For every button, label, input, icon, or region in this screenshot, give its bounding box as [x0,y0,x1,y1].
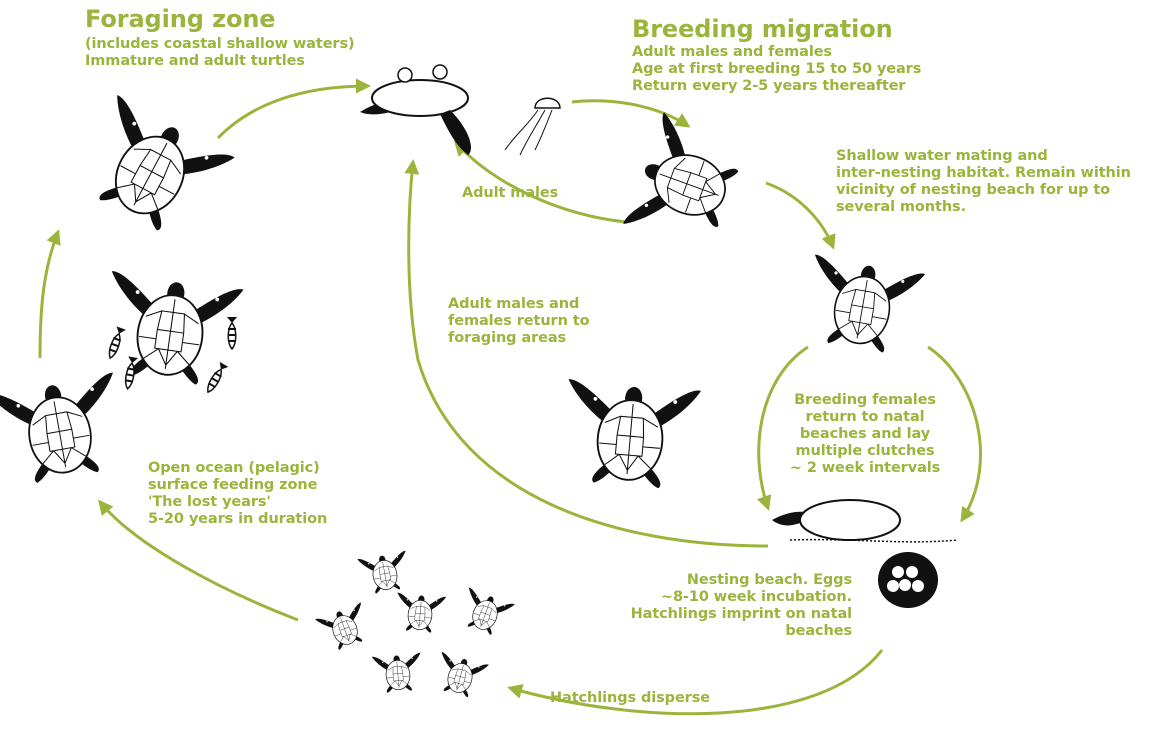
hatchling-icon [432,652,489,701]
return-foraging-label: Adult males and females return to foragi… [448,296,589,347]
adult-males-label: Adult males [462,185,558,202]
open-ocean-description: Open ocean (pelagic) surface feeding zon… [148,460,327,528]
hatchlings-disperse-label: Hatchlings disperse [550,690,710,707]
foraging-zone-description: (includes coastal shallow waters) Immatu… [85,36,355,70]
mating-habitat-description: Shallow water mating and inter-nesting h… [836,148,1131,216]
hatchling-icon [394,593,446,634]
fish-icon [204,362,229,395]
fish-icon [106,326,126,359]
foraging-zone-title: Foraging zone [85,6,276,32]
turtle-adult-icon [560,379,701,491]
arrow-to-foraging [218,86,368,138]
breeding-females-description: Breeding females return to natal beaches… [775,392,955,477]
jellyfish-icon [505,98,560,155]
egg-clutch-icon [878,552,938,608]
turtle-mating-icon [623,112,749,255]
nesting-turtle-icon [772,500,958,542]
turtle-internesting-icon [800,254,925,357]
hatchling-icon [456,587,515,639]
turtle-with-crabs-icon [360,65,471,155]
hatchling-icon [372,653,424,694]
arrow-adult-males [456,143,626,222]
breeding-migration-title: Breeding migration [632,16,893,42]
nesting-beach-description: Nesting beach. Eggs ~8-10 week incubatio… [610,572,852,640]
turtle-foraging-icon [70,95,235,247]
arrow-to-mating [766,183,833,247]
hatchling-icon [357,551,412,596]
fish-icon [227,317,237,349]
hatchling-icon [315,602,374,654]
arrow-to-foraging-up [40,232,58,358]
breeding-migration-description: Adult males and females Age at first bre… [632,44,921,95]
turtle-pelagic-icon [0,372,130,488]
